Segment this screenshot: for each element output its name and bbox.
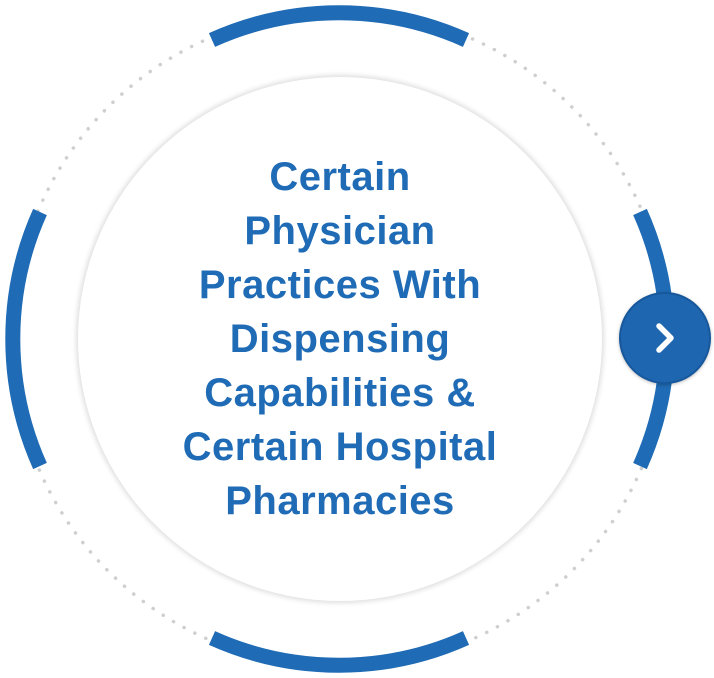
title-line: Certain Hospital [182, 425, 498, 469]
content-circle: Certain Physician Practices With Dispens… [77, 76, 603, 602]
arc-top [208, 5, 470, 47]
title-line: Practices With [198, 263, 482, 307]
chevron-right-icon [656, 323, 674, 353]
arc-left [5, 208, 47, 470]
title-line: Pharmacies [225, 479, 455, 523]
next-button[interactable] [619, 292, 711, 384]
title-line: Dispensing [229, 317, 451, 361]
title-line: Capabilities & [204, 371, 476, 415]
title-line: Certain [269, 155, 411, 199]
title-line: Physician [244, 209, 436, 253]
arc-bottom [208, 631, 470, 673]
page-title: Certain Physician Practices With Dispens… [130, 150, 550, 528]
